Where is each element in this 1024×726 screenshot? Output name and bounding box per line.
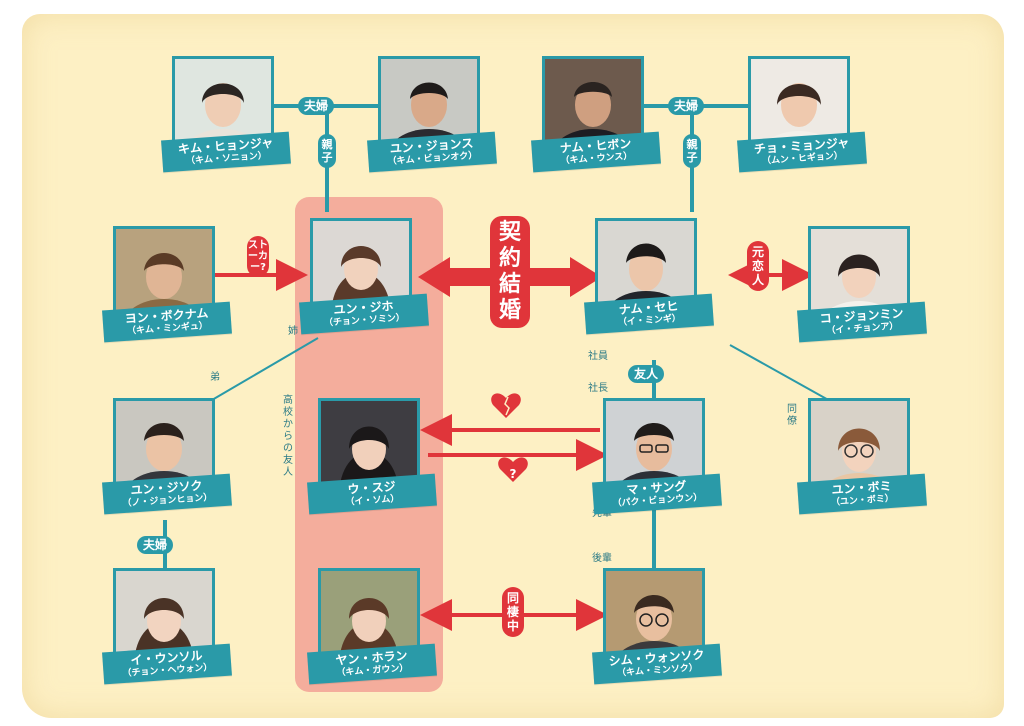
relation-employee: 社員 bbox=[588, 351, 608, 362]
character-card-ko-jeongmin: コ・ジョンミン（イ・チョンア） bbox=[797, 226, 927, 343]
relation-parent-left: 親子 bbox=[318, 134, 336, 168]
relation-junior: 後輩 bbox=[592, 553, 612, 564]
relation-stalker: ストーカー? bbox=[247, 236, 269, 277]
character-card-yoon-jiho: ユン・ジホ（チョン・ソミン） bbox=[299, 218, 429, 335]
character-card-yoon-jiseok: ユン・ジソク（ノ・ジョンヒョン） bbox=[102, 398, 232, 515]
character-card-yoon-bomi: ユン・ボミ（ユン・ボミ） bbox=[797, 398, 927, 515]
character-card-yan-horan: ヤン・ホラン（キム・ガウン） bbox=[307, 568, 437, 685]
relation-president: 社長 bbox=[588, 383, 608, 394]
character-card-nam-hibon: ナム・ヒボン（キム・ウンス） bbox=[531, 56, 661, 173]
character-card-yon-bokunam: ヨン・ボクナム（キム・ミンギュ） bbox=[102, 226, 232, 343]
relation-living-together: 同棲中 bbox=[502, 587, 524, 637]
relation-contract-marriage: 契約結婚 bbox=[490, 216, 530, 328]
relation-couple-left: 夫婦 bbox=[298, 97, 335, 115]
relation-ex-lover: 元恋人 bbox=[747, 241, 769, 291]
svg-text:?: ? bbox=[510, 467, 517, 481]
relation-hs-friend: 高校からの友人 bbox=[283, 395, 293, 478]
relation-younger-brother: 弟 bbox=[210, 372, 220, 383]
character-card-ma-sangu: マ・サング（パク・ビョンウン） bbox=[592, 398, 722, 515]
character-card-jo-minja: チョ・ミョンジャ（ムン・ヒギョン） bbox=[737, 56, 867, 173]
heart-icon bbox=[491, 393, 521, 418]
character-card-shim-wonseok: シム・ウォンソク（キム・ミンソク） bbox=[592, 568, 722, 685]
relation-coworker: 同僚 bbox=[787, 404, 797, 427]
relation-parent-right: 親子 bbox=[683, 134, 701, 168]
character-card-kim-hyunja: キム・ヒョンジャ（キム・ソニョン） bbox=[161, 56, 291, 173]
heart-question-icon: ? bbox=[498, 457, 528, 482]
character-card-u-suji: ウ・スジ（イ・ソム） bbox=[307, 398, 437, 515]
relation-elder-sister: 姉 bbox=[288, 326, 298, 337]
relation-couple-bottom: 夫婦 bbox=[137, 536, 174, 554]
relation-couple-right: 夫婦 bbox=[668, 97, 705, 115]
relation-friend: 友人 bbox=[628, 365, 665, 383]
character-card-i-unsol: イ・ウンソル（チョン・ヘウォン） bbox=[102, 568, 232, 685]
character-card-nam-sehi: ナム・セヒ（イ・ミンギ） bbox=[584, 218, 714, 335]
character-card-yoon-jongsu: ユン・ジョンス（キム・ビョンオク） bbox=[367, 56, 497, 173]
